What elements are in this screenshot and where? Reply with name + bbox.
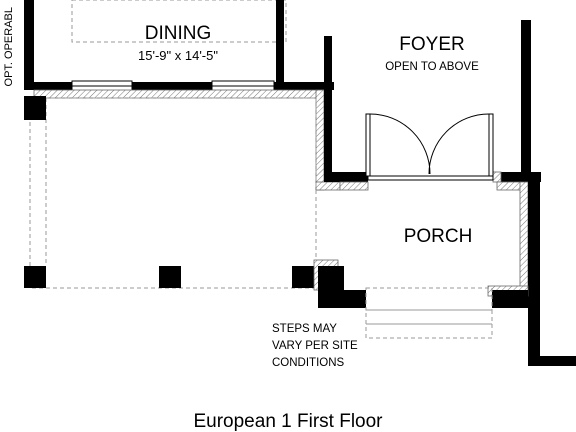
porch-step-edge [365, 287, 493, 311]
entry-door-leaf-right [488, 113, 494, 177]
porch-step-2 [365, 323, 493, 339]
entry-door-swing-left [369, 113, 431, 175]
steps-note-line-1: STEPS MAY [272, 323, 337, 335]
foyer-west-wall [324, 36, 332, 182]
column-sw [24, 266, 46, 288]
porch-room-name: PORCH [404, 226, 473, 247]
porch-column-west-foot [344, 290, 366, 308]
entry-door-swing-right [428, 113, 490, 175]
foyer-east-wall [521, 20, 531, 182]
foyer-room-name: FOYER [399, 34, 464, 55]
porch-column-west [318, 266, 344, 308]
dining-east-wall-stub [276, 0, 284, 90]
entry-door-leaf-left [365, 113, 371, 177]
side-note: OPT. OPERABL [3, 7, 15, 86]
dining-room-dimensions: 15'-9" x 14'-5" [138, 48, 218, 63]
foyer-south-wall-left [324, 172, 368, 182]
foyer-south-wall-right [497, 172, 541, 182]
plan-caption: European 1 First Floor [193, 411, 383, 432]
dining-hatch-east [315, 89, 325, 191]
dining-porch-outline [29, 97, 317, 289]
foyer-hatch-right [496, 181, 522, 191]
porch-step-1 [365, 309, 493, 325]
foyer-hatch-left [339, 181, 369, 191]
entry-door-threshold [367, 175, 494, 181]
column-s-mid [159, 266, 181, 288]
steps-note-line-3: CONDITIONS [272, 357, 345, 369]
porch-column-east [492, 290, 528, 308]
dining-soffit-outline [71, 0, 287, 43]
dining-hatch-corner [315, 181, 341, 191]
steps-note-line-2: VARY PER SITE [272, 340, 358, 352]
column-s-east [292, 266, 314, 288]
porch-east-wall [528, 172, 540, 360]
dining-room-name: DINING [145, 23, 212, 44]
dining-north-wall [24, 82, 334, 90]
porch-hatch-east [519, 181, 529, 291]
dining-west-wall [24, 0, 34, 90]
foyer-hatch-door-right [492, 171, 502, 183]
dining-hatch-top [33, 89, 325, 99]
foyer-note: OPEN TO ABOVE [385, 61, 479, 73]
porch-south-wall [528, 356, 576, 366]
column-nw [24, 96, 46, 120]
